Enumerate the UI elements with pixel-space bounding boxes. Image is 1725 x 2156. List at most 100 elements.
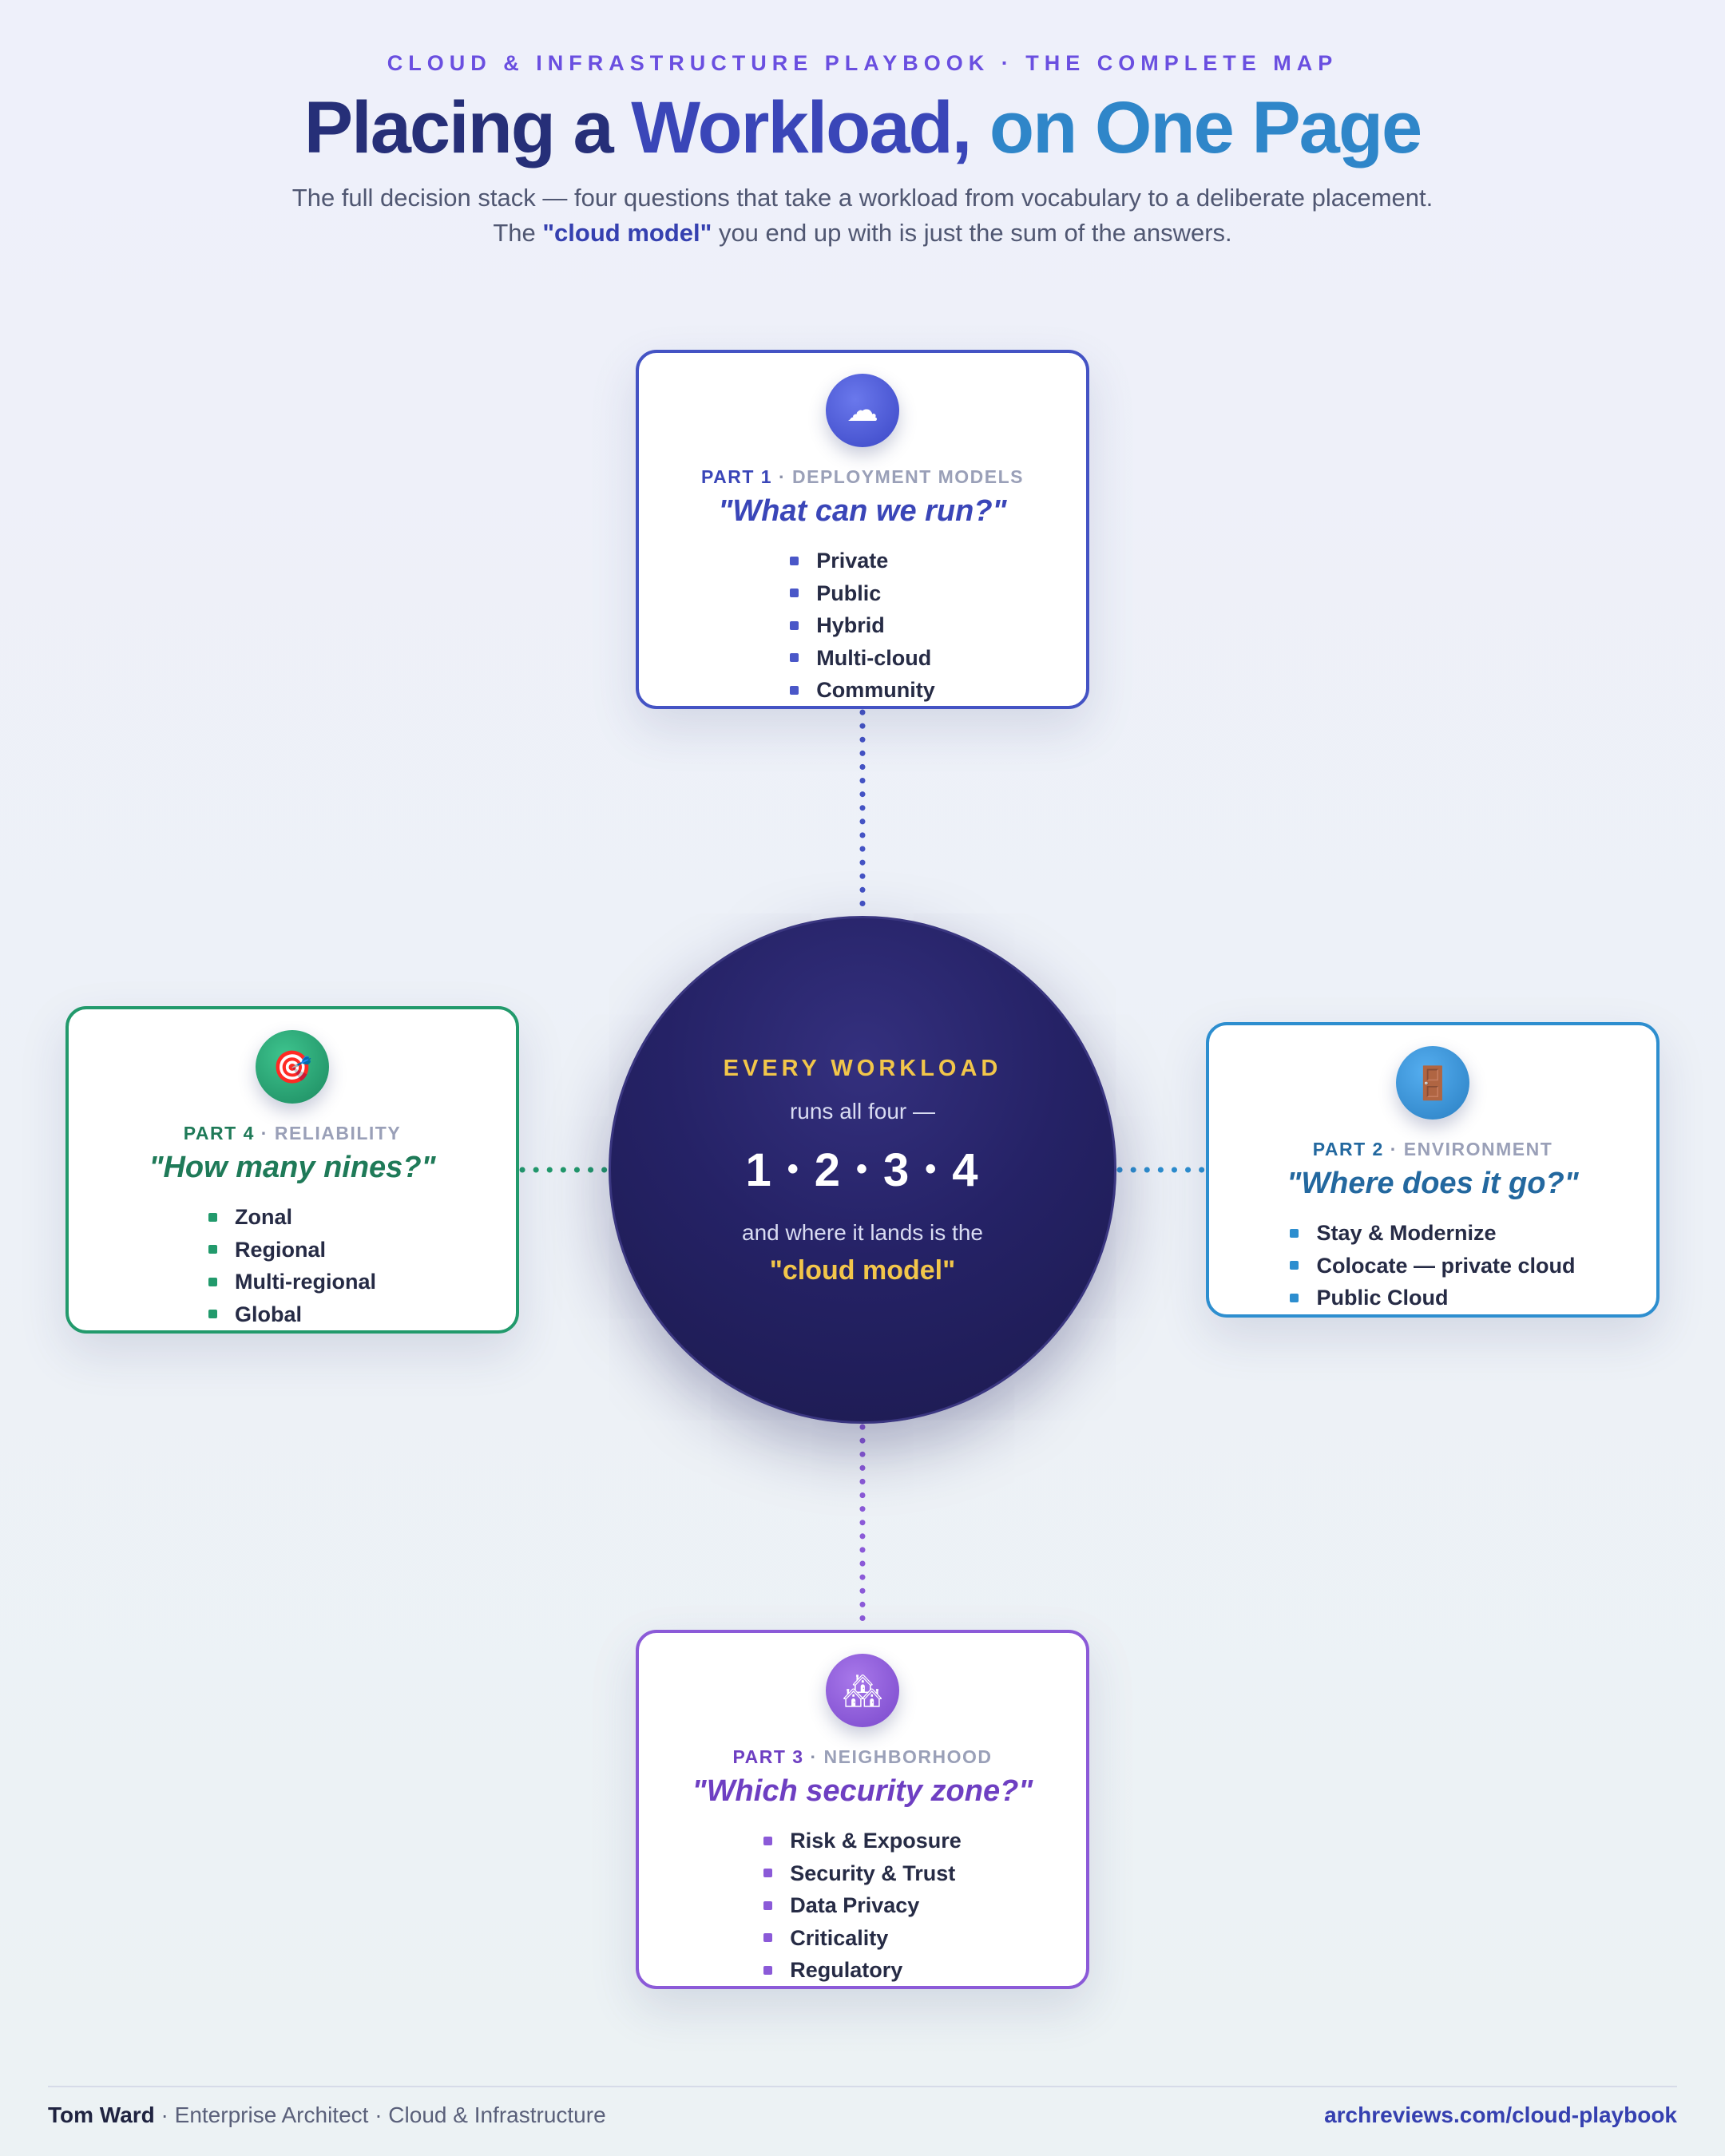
card-items: Stay & Modernize Colocate — private clou…: [1290, 1217, 1576, 1314]
list-item: Colocate — private cloud: [1290, 1250, 1576, 1282]
hub-dot: •: [855, 1151, 869, 1187]
list-item: Multi-cloud: [790, 642, 935, 675]
card-part-label: PART 1 · DEPLOYMENT MODELS: [639, 466, 1086, 488]
list-item: Hybrid: [790, 609, 935, 642]
list-item-label: Risk & Exposure: [790, 1829, 962, 1853]
hub-label: EVERY WORKLOAD: [723, 1056, 1002, 1081]
card-part-3-neighborhood: 🏘 PART 3 · NEIGHBORHOOD "Which security …: [636, 1630, 1089, 1989]
list-item: Public Cloud: [1290, 1282, 1575, 1314]
card-part-label: PART 2 · ENVIRONMENT: [1209, 1139, 1656, 1160]
list-item-label: Multi-regional: [235, 1270, 376, 1294]
author-role: · Enterprise Architect · Cloud & Infrast…: [154, 2102, 606, 2127]
bullet-icon: [790, 653, 799, 663]
bullet-icon: [208, 1310, 217, 1319]
hub-numbers: 1 • 2 • 3 • 4: [611, 1143, 1114, 1197]
hub-dot: •: [787, 1151, 800, 1187]
list-item-label: Criticality: [790, 1925, 889, 1950]
bullet-icon: [1290, 1228, 1299, 1238]
list-item: Regulatory: [763, 1954, 962, 1987]
list-item: Global: [208, 1298, 376, 1331]
center-hub: EVERY WORKLOAD runs all four — 1•2•3•4 a…: [609, 916, 1116, 1424]
list-item-label: Multi-cloud: [816, 645, 932, 670]
bullet-icon: [763, 1869, 773, 1878]
bullet-icon: [208, 1212, 217, 1222]
hub-caption: and where it lands is the: [742, 1220, 983, 1245]
bullet-icon: [790, 620, 799, 630]
list-item-label: Public Cloud: [1316, 1286, 1449, 1310]
list-item-label: Data Privacy: [790, 1893, 920, 1917]
bullet-icon: [208, 1277, 217, 1286]
title-part-3: on One Page: [970, 87, 1422, 168]
subtitle-line-2-pre: The: [493, 219, 543, 247]
list-item: Community: [790, 674, 935, 707]
bullet-icon: [208, 1245, 217, 1254]
list-item-label: Regulatory: [790, 1958, 903, 1982]
part-number: PART 3: [732, 1746, 804, 1767]
hub-dot: •: [925, 1151, 938, 1187]
bullet-icon: [790, 685, 799, 695]
part-separator: ·: [254, 1123, 275, 1143]
list-item: Stay & Modernize: [1290, 1217, 1575, 1250]
card-part-2-environment: 🚪 PART 2 · ENVIRONMENT "Where does it go…: [1206, 1022, 1660, 1318]
card-question: "What can we run?": [718, 494, 1007, 528]
list-item-label: Colocate — private cloud: [1316, 1253, 1576, 1278]
page-title: Placing a Workload, on One Page: [0, 86, 1725, 170]
list-item-label: Global: [235, 1302, 303, 1326]
card-items: Risk & Exposure Security & Trust Data Pr…: [763, 1825, 962, 1987]
subtitle-highlight: "cloud model": [542, 219, 712, 247]
footer-author: Tom Ward · Enterprise Architect · Cloud …: [48, 2102, 606, 2128]
list-item-label: Public: [816, 581, 882, 605]
part-separator: ·: [1383, 1139, 1404, 1159]
hub-cloud-model: "cloud model": [769, 1255, 956, 1286]
list-item: Multi-regional: [208, 1266, 376, 1298]
list-item: Public: [790, 577, 935, 610]
part-category: NEIGHBORHOOD: [823, 1746, 993, 1767]
card-part-label: PART 3 · NEIGHBORHOOD: [639, 1746, 1086, 1768]
bullet-icon: [763, 1836, 773, 1845]
target-icon: 🎯: [256, 1030, 329, 1104]
part-separator: ·: [772, 466, 793, 487]
bullet-icon: [763, 1900, 773, 1910]
list-item: Risk & Exposure: [763, 1825, 962, 1857]
part-number: PART 1: [700, 466, 773, 487]
list-item-label: Stay & Modernize: [1316, 1221, 1497, 1245]
list-item: Regional: [208, 1234, 376, 1266]
list-item: Criticality: [763, 1922, 962, 1955]
list-item-label: Zonal: [235, 1205, 292, 1229]
subtitle: The full decision stack — four questions…: [0, 180, 1725, 251]
bullet-icon: [763, 1933, 773, 1943]
subtitle-line-1: The full decision stack — four questions…: [291, 184, 1434, 212]
list-item-label: Hybrid: [816, 613, 885, 637]
bullet-icon: [1290, 1261, 1299, 1270]
bullet-icon: [790, 556, 799, 565]
part-number: PART 4: [183, 1123, 255, 1143]
hub-number: 1: [745, 1144, 773, 1196]
card-items: Private Public Hybrid Multi-cloud Commun…: [790, 545, 935, 707]
part-category: RELIABILITY: [274, 1123, 402, 1143]
footer-divider: [48, 2086, 1677, 2087]
part-number: PART 2: [1312, 1139, 1384, 1159]
part-category: DEPLOYMENT MODELS: [792, 466, 1025, 487]
list-item-label: Private: [816, 549, 889, 573]
list-item: Zonal: [208, 1201, 376, 1234]
subtitle-line-2-post: you end up with is just the sum of the a…: [712, 219, 1232, 247]
bullet-icon: [790, 589, 799, 598]
card-question: "Which security zone?": [692, 1774, 1033, 1808]
door-icon: 🚪: [1396, 1046, 1469, 1120]
subtitle-line-2: The "cloud model" you end up with is jus…: [0, 216, 1725, 251]
card-question: "How many nines?": [149, 1151, 436, 1184]
part-category: ENVIRONMENT: [1403, 1139, 1553, 1159]
list-item: Security & Trust: [763, 1857, 962, 1890]
list-item-label: Community: [816, 678, 935, 702]
part-separator: ·: [803, 1746, 824, 1767]
hub-number: 2: [814, 1144, 842, 1196]
eyebrow: CLOUD & INFRASTRUCTURE PLAYBOOK · THE CO…: [387, 51, 1338, 75]
houses-icon: 🏘: [826, 1654, 899, 1727]
author-name: Tom Ward: [48, 2102, 155, 2127]
footer-link[interactable]: archreviews.com/cloud-playbook: [1324, 2102, 1677, 2127]
hub-number: 4: [952, 1144, 980, 1196]
list-item: Private: [790, 545, 935, 577]
card-question: "Where does it go?": [1287, 1167, 1579, 1200]
card-part-4-reliability: 🎯 PART 4 · RELIABILITY "How many nines?"…: [65, 1006, 519, 1334]
hub-number: 3: [883, 1144, 911, 1196]
